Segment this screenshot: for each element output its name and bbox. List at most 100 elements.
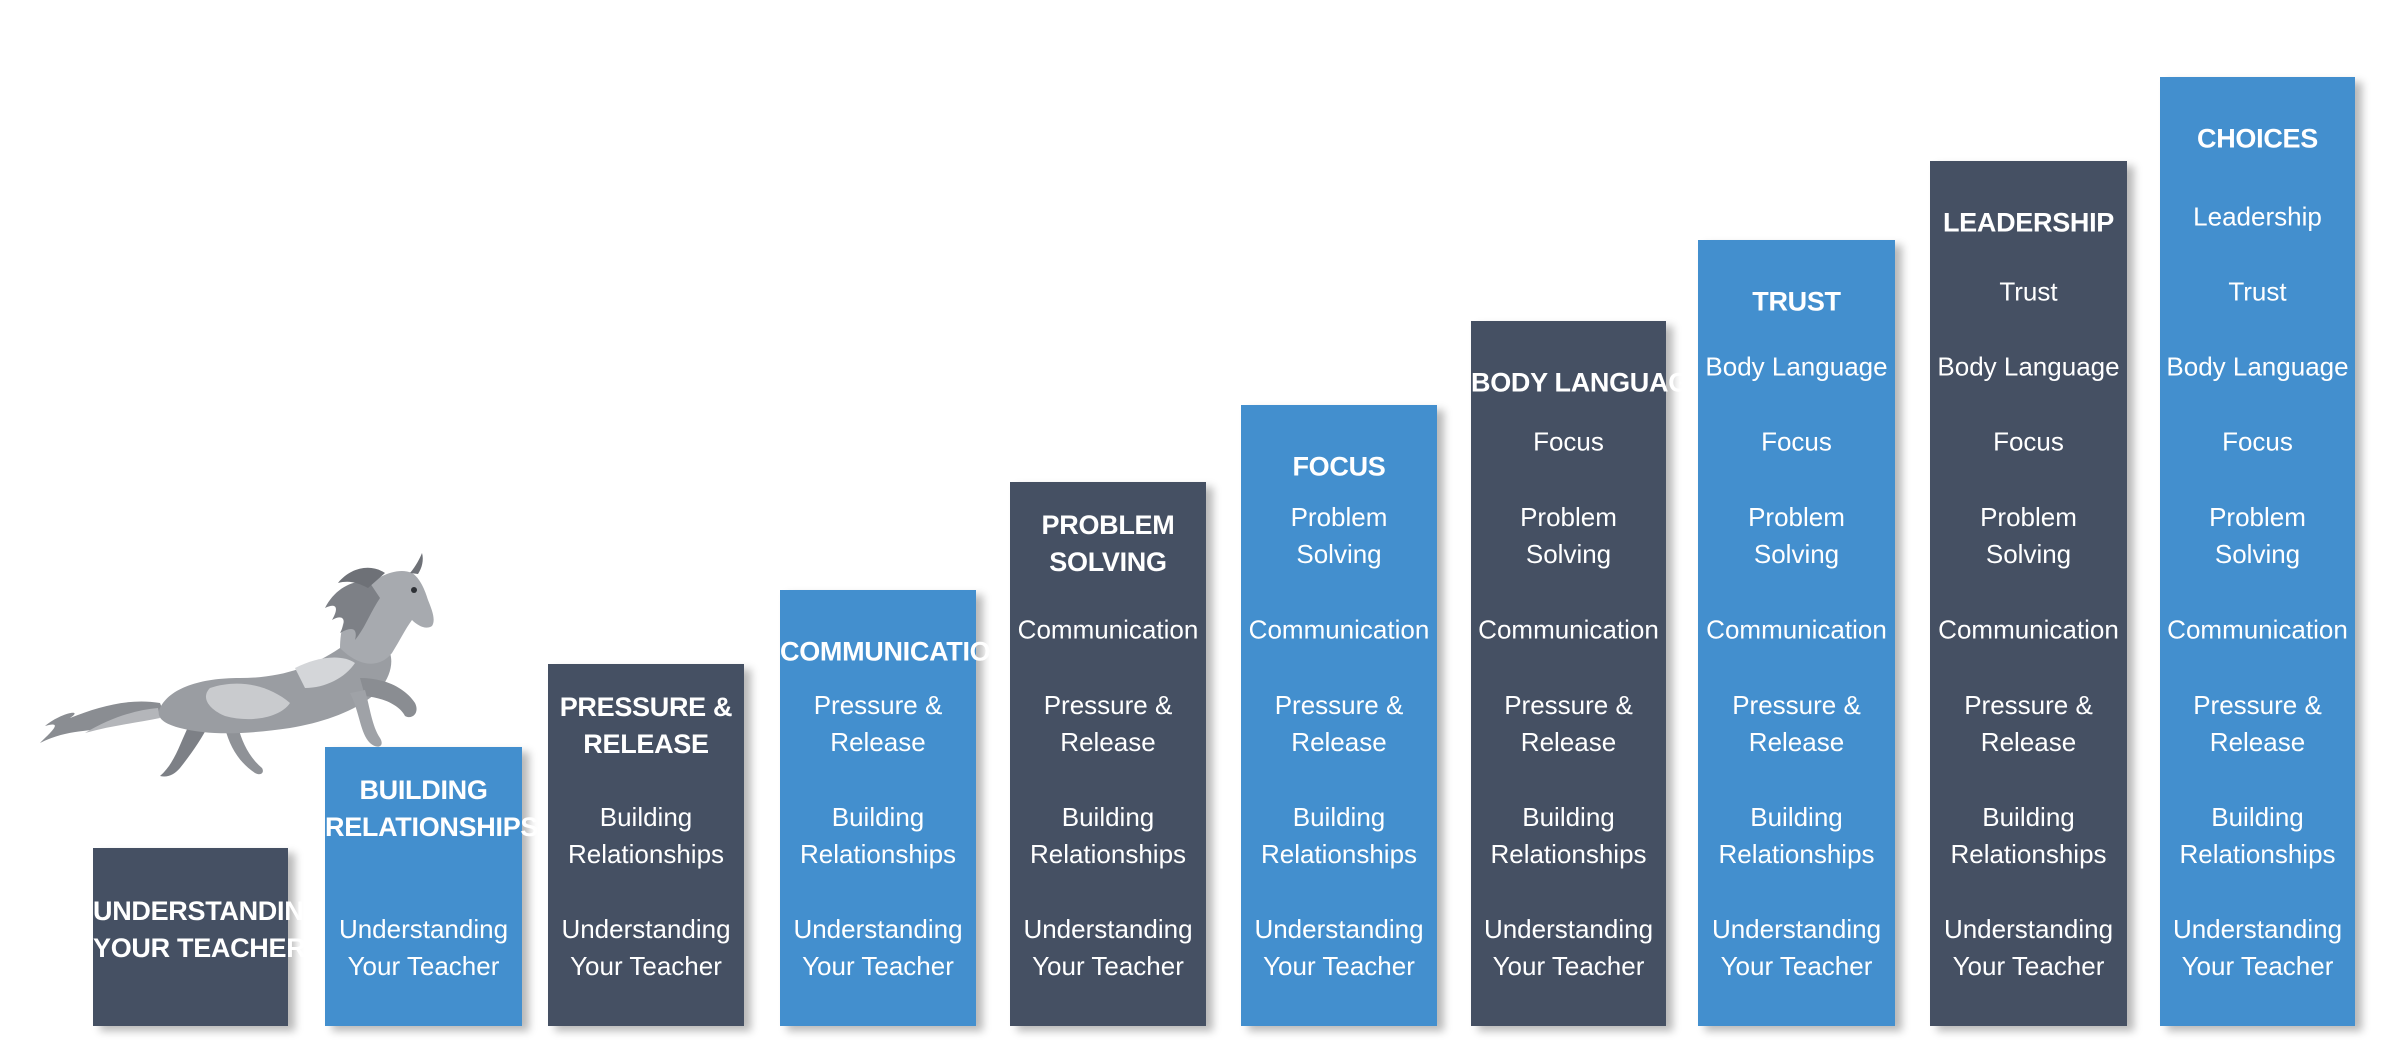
step-title: COMMUNICATION	[780, 634, 1010, 671]
step-item-line: Your Teacher	[1263, 951, 1415, 981]
step-item-line: Building	[599, 802, 693, 832]
step-item-line: Building	[1061, 802, 1155, 832]
step-item-line: Problem	[1980, 502, 2077, 532]
step-item-line: Release	[2209, 727, 2306, 757]
step-title-line: SOLVING	[1049, 547, 1167, 577]
step-item: Communication	[2160, 612, 2355, 649]
step-item-line: Understanding	[1483, 914, 1654, 944]
step-item-line: Solving	[1525, 539, 1612, 569]
step-title: CHOICES	[2160, 121, 2355, 158]
step-item-line: Relationships	[1029, 839, 1187, 869]
step-item-line: Solving	[2214, 539, 2301, 569]
step-item: Pressure &Release	[1010, 687, 1206, 761]
step-item-line: Relationships	[2179, 839, 2336, 869]
step-item-line: Pressure &	[2193, 690, 2322, 720]
step-title: PRESSURE & RELEASE	[548, 689, 744, 763]
step-title-line: RELEASE	[583, 729, 709, 759]
step-item-line: Problem	[1748, 502, 1845, 532]
step-item-line: Release	[830, 727, 926, 757]
step-item-line: Communication	[1248, 614, 1430, 645]
step-title-line: PRESSURE &	[559, 692, 733, 722]
step-item-line: Problem	[2209, 502, 2306, 532]
step-item-line: Your Teacher	[2181, 951, 2334, 981]
step-item-line: Understanding	[2172, 914, 2343, 944]
step-title: PROBLEM SOLVING	[1010, 507, 1206, 581]
step-title-line: PROBLEM	[1041, 510, 1175, 540]
step-title-line: UNDERSTANDING	[93, 896, 325, 926]
step-item: Focus	[2160, 424, 2355, 461]
step-item-line: Communication	[1938, 614, 2119, 645]
step-item-line: Pressure &	[1043, 690, 1173, 720]
step-item-line: Understanding	[338, 914, 509, 944]
step-item-line: Relationships	[567, 839, 725, 869]
step-title-line: CHOICES	[2197, 123, 2318, 154]
step-item: Trust	[2160, 274, 2355, 311]
step-title: BODY LANGUAGE	[1471, 365, 1707, 402]
step-item-line: Understanding	[793, 914, 963, 944]
step-item-line: Body Language	[1937, 351, 2120, 382]
step-item-line: Understanding	[1711, 914, 1882, 944]
step-item-line: Release	[1520, 727, 1617, 757]
step-item-line: Focus	[2222, 426, 2293, 457]
step-item-line: Your Teacher	[802, 951, 954, 981]
step-item-line: Your Teacher	[1492, 951, 1645, 981]
step-item: Communication	[1010, 612, 1206, 649]
step-item-line: Trust	[2228, 276, 2287, 307]
step-item: Focus	[1930, 424, 2127, 461]
step-item-line: Building	[2211, 802, 2304, 832]
step-item-line: Problem	[1520, 502, 1617, 532]
step-item: Communication	[1698, 612, 1895, 649]
step-item-line: Communication	[2167, 614, 2348, 645]
step-item-line: Building	[1750, 802, 1843, 832]
step-item-line: Relationships	[1260, 839, 1418, 869]
step-item: Communication	[1241, 612, 1437, 649]
step-item-line: Communication	[1706, 614, 1887, 645]
step-item-line: Release	[1980, 727, 2077, 757]
step-item-line: Building	[1982, 802, 2075, 832]
step-item: Pressure &Release	[780, 687, 976, 761]
step-item-line: Your Teacher	[347, 951, 500, 981]
step-item: Focus	[1698, 424, 1895, 461]
step-item-line: Body Language	[1705, 351, 1888, 382]
step-title-line: RELATIONSHIPS	[325, 812, 539, 842]
step-item-line: Relationships	[1718, 839, 1875, 869]
step-item-line: Understanding	[1943, 914, 2114, 944]
step-item-line: Relationships	[799, 839, 957, 869]
step-item-line: Relationships	[1490, 839, 1647, 869]
step-item-line: Building	[1522, 802, 1615, 832]
step-title-line: TRUST	[1752, 286, 1841, 317]
step-item-line: Your Teacher	[570, 951, 722, 981]
leaping-horse-icon	[40, 553, 434, 777]
step-item: Pressure &Release	[1930, 687, 2127, 761]
step-item-line: Understanding	[561, 914, 731, 944]
step-item-line: Leadership	[2193, 201, 2322, 232]
step-item-line: Pressure &	[1732, 690, 1861, 720]
step-item: Body Language	[2160, 349, 2355, 386]
step-item-line: Focus	[1761, 426, 1832, 457]
step-item-line: Communication	[1017, 614, 1199, 645]
step-title-line: COMMUNICATION	[780, 636, 1010, 667]
step-item: Trust	[1930, 274, 2127, 311]
